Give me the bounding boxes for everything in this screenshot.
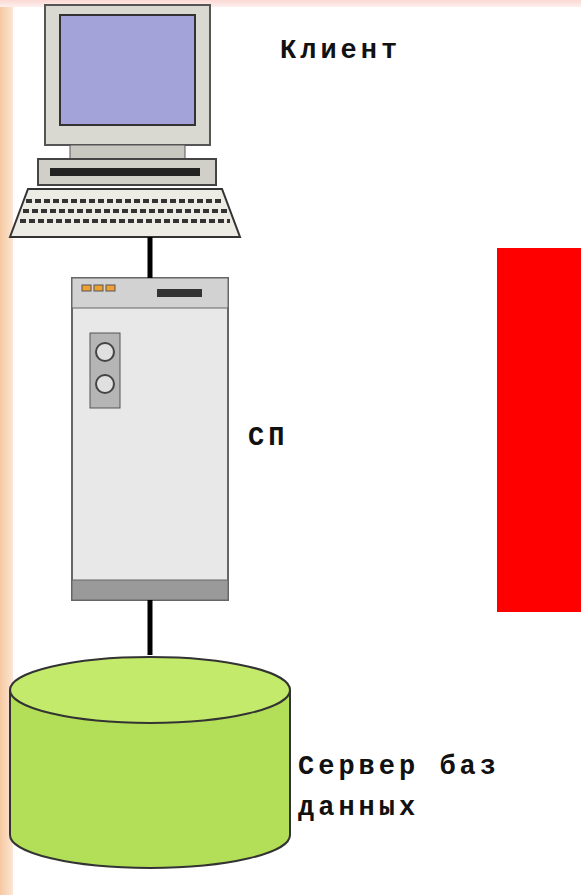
drive-slot bbox=[50, 168, 200, 176]
system-unit bbox=[38, 159, 216, 185]
monitor-stand bbox=[70, 145, 185, 159]
status-led bbox=[94, 285, 103, 291]
node-label: Сервер баз данных bbox=[298, 747, 513, 828]
key-row bbox=[26, 199, 224, 203]
key-row bbox=[20, 219, 230, 223]
app-server: СП bbox=[72, 278, 228, 600]
database-server: Сервер баз данных bbox=[8, 655, 292, 870]
app-server-shape bbox=[72, 278, 228, 600]
drive-slot bbox=[157, 289, 202, 297]
client-computer-shape bbox=[10, 5, 240, 237]
key-row bbox=[23, 209, 227, 213]
front-panel bbox=[90, 333, 120, 408]
panel-knob bbox=[96, 343, 114, 361]
connector-line bbox=[148, 237, 153, 278]
node-label: СП bbox=[248, 418, 368, 459]
status-led bbox=[82, 285, 91, 291]
panel-knob bbox=[96, 375, 114, 393]
tower-case bbox=[72, 278, 228, 600]
monitor-screen bbox=[60, 15, 195, 125]
cylinder-top bbox=[10, 657, 290, 723]
database-server-shape bbox=[8, 655, 292, 870]
node-label: Клиент bbox=[280, 31, 480, 72]
status-led bbox=[106, 285, 115, 291]
client-computer: Клиент bbox=[10, 5, 240, 237]
tower-base bbox=[72, 580, 228, 600]
connector-line bbox=[148, 600, 153, 655]
tower-top-panel bbox=[72, 278, 228, 308]
red-bar bbox=[497, 248, 581, 612]
monitor-case bbox=[45, 5, 210, 145]
keyboard bbox=[10, 189, 240, 237]
